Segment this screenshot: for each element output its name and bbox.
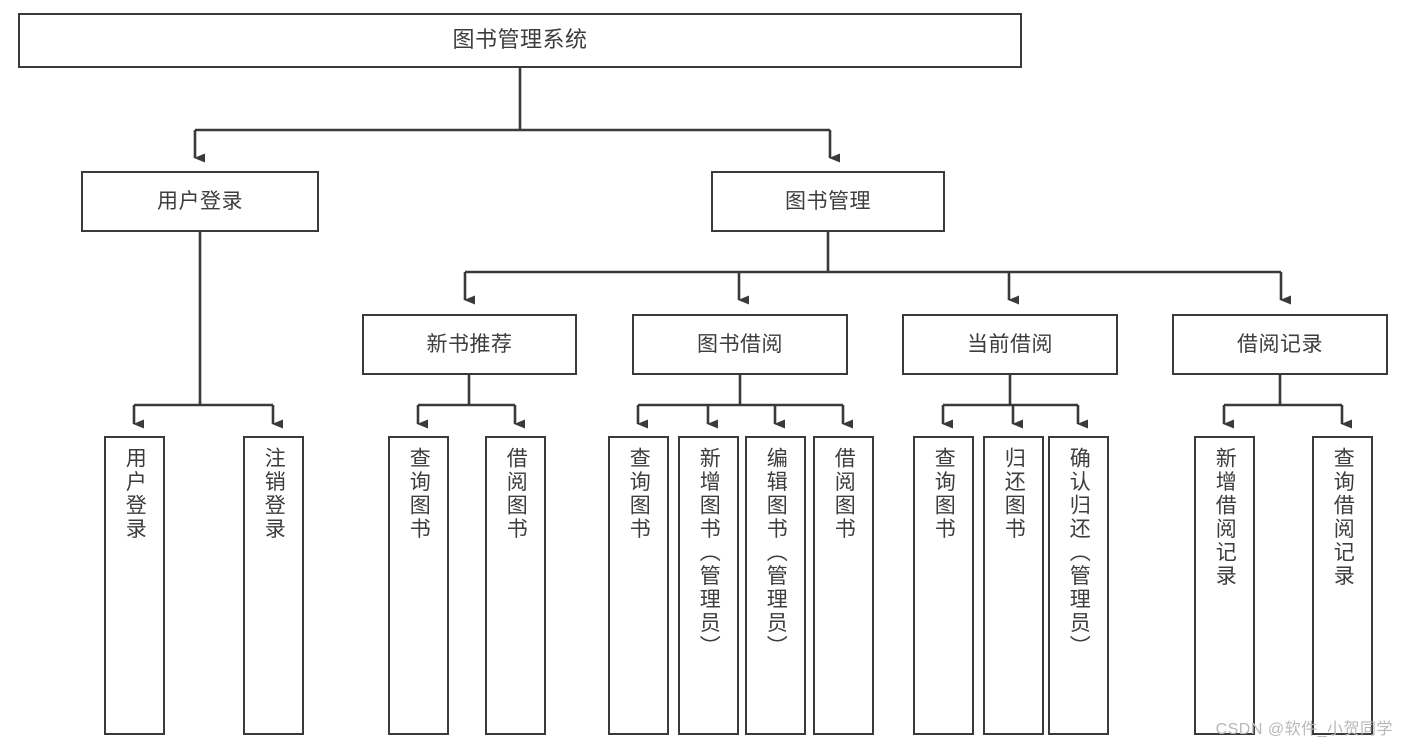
leaf-new-book-query-book[interactable]: 查询图书 — [388, 436, 449, 735]
node-current-borrow[interactable]: 当前借阅 — [902, 314, 1118, 375]
node-label: 确认归还（管理员） — [1067, 447, 1091, 659]
node-label: 当前借阅 — [967, 332, 1053, 356]
node-label: 新增图书（管理员） — [697, 447, 721, 659]
node-book-borrow[interactable]: 图书借阅 — [632, 314, 848, 375]
node-borrow-record[interactable]: 借阅记录 — [1172, 314, 1388, 375]
node-new-book-recommend[interactable]: 新书推荐 — [362, 314, 577, 375]
csdn-watermark: CSDN @软件_小贺同学 — [1215, 721, 1393, 738]
node-label: 查询图书 — [932, 447, 956, 541]
node-label: 查询图书 — [407, 447, 431, 541]
node-label: 归还图书 — [1002, 447, 1026, 541]
leaf-new-book-borrow-book[interactable]: 借阅图书 — [485, 436, 546, 735]
leaf-borrow-record-query-record[interactable]: 查询借阅记录 — [1312, 436, 1373, 735]
leaf-user-login-login[interactable]: 用户登录 — [104, 436, 165, 735]
node-root-book-management-system[interactable]: 图书管理系统 — [18, 13, 1022, 68]
node-label: 查询图书 — [627, 447, 651, 541]
leaf-book-borrow-add-book-admin[interactable]: 新增图书（管理员） — [678, 436, 739, 735]
node-label: 借阅记录 — [1237, 332, 1323, 356]
leaf-current-borrow-return-book[interactable]: 归还图书 — [983, 436, 1044, 735]
node-label: 借阅图书 — [832, 447, 856, 541]
leaf-book-borrow-edit-book-admin[interactable]: 编辑图书（管理员） — [745, 436, 806, 735]
node-label: 查询借阅记录 — [1331, 447, 1355, 588]
node-user-login[interactable]: 用户登录 — [81, 171, 319, 232]
node-label: 新书推荐 — [426, 332, 513, 356]
node-label: 图书管理 — [785, 189, 871, 213]
leaf-book-borrow-borrow-book[interactable]: 借阅图书 — [813, 436, 874, 735]
node-label: 新增借阅记录 — [1213, 447, 1237, 588]
leaf-current-borrow-query-book[interactable]: 查询图书 — [913, 436, 974, 735]
leaf-borrow-record-add-record[interactable]: 新增借阅记录 — [1194, 436, 1255, 735]
node-label: 图书管理系统 — [452, 27, 588, 53]
node-label: 用户登录 — [157, 189, 243, 213]
node-label: 编辑图书（管理员） — [764, 447, 788, 659]
leaf-book-borrow-query-book[interactable]: 查询图书 — [608, 436, 669, 735]
node-label: 用户登录 — [123, 447, 147, 541]
node-book-management[interactable]: 图书管理 — [711, 171, 945, 232]
leaf-current-borrow-confirm-return-admin[interactable]: 确认归还（管理员） — [1048, 436, 1109, 735]
node-label: 借阅图书 — [504, 447, 528, 541]
node-label: 注销登录 — [262, 447, 286, 541]
node-label: 图书借阅 — [697, 332, 783, 356]
leaf-user-login-logout[interactable]: 注销登录 — [243, 436, 304, 735]
